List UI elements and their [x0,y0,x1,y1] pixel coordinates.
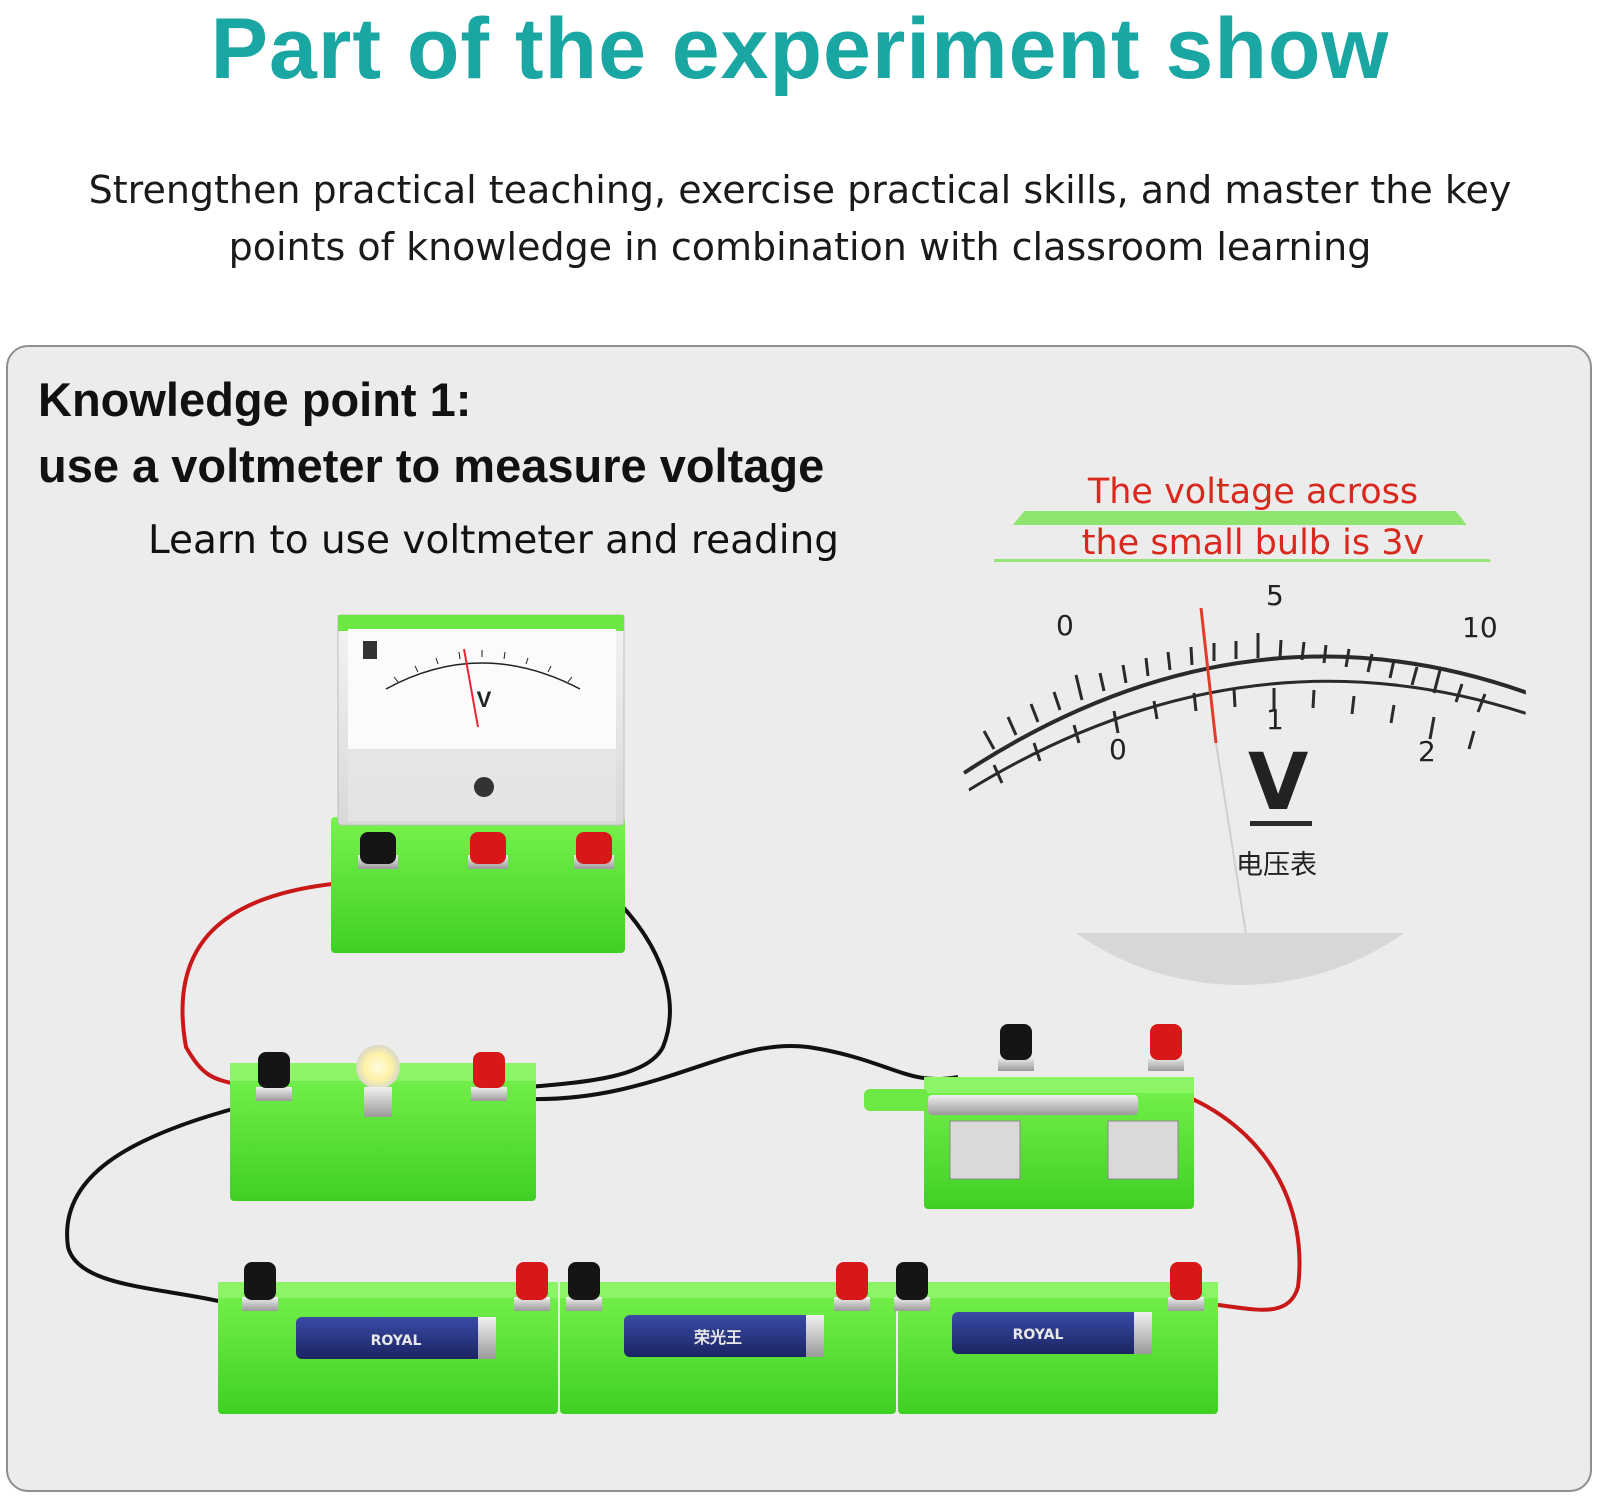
headline-text: Part of the experiment show [210,1,1390,97]
battery-holder-3: ROYAL [894,1262,1218,1414]
wire-voltmeter-to-bulb-red [180,880,354,1087]
zoom-upper-label-5: 5 [1266,579,1284,612]
switch-terminal-black [998,1024,1034,1071]
battery-label-1: ROYAL [371,1333,422,1349]
voltmeter: V [331,614,625,953]
knowledge-point-subtitle: Learn to use voltmeter and reading [148,518,840,563]
callout-line-2: the small bulb is 3v [1081,523,1425,563]
bulb-terminal-red [471,1052,507,1101]
callout-line-1: The voltage across [1087,472,1419,512]
zoom-lower-label-1: 1 [1266,703,1284,736]
circuit-illustration: V [65,614,1302,1414]
voltmeter-terminal-negative [358,832,398,869]
knowledge-point-topic: use a voltmeter to measure voltage [38,439,825,492]
page-headline: Part of the experiment show [0,0,1600,110]
zoom-meter-needle [1199,607,1218,744]
wire-switch-to-battery [1175,1090,1302,1312]
zoom-lower-label-0: 0 [1109,733,1127,766]
zoom-upper-label-0: 0 [1056,609,1074,642]
battery-1-terminal-black [242,1262,278,1311]
voltmeter-symbol: V [477,687,492,712]
voltage-callout: The voltage across the small bulb is 3v [1018,467,1488,569]
zoom-meter-symbol: V [1248,738,1309,828]
battery-3-terminal-red [1168,1262,1204,1311]
battery-holder-1: ROYAL [218,1262,558,1414]
zoom-scale-drawing [954,413,1526,985]
battery-2-terminal-red [834,1262,870,1311]
knowledge-point-heading: Knowledge point 1: [38,373,472,426]
battery-holder-2: 荣光王 [560,1262,896,1414]
switch-blade [928,1095,1138,1115]
wire-voltmeter-to-bulb-black [527,885,672,1089]
zoom-meter-name: 电压表 [1236,850,1317,881]
battery-cell-2 [624,1315,824,1357]
knowledge-point-panel: Knowledge point 1: use a voltmeter to me… [6,345,1592,1492]
meter-zoom-view: 0 5 10 0 1 2 V 电压表 [954,413,1526,985]
battery-cell-3 [952,1312,1152,1354]
battery-1-terminal-red [514,1262,550,1311]
wire-bulb-to-battery [65,1105,241,1304]
battery-cell-1 [296,1317,496,1359]
zoom-lower-label-2: 2 [1418,735,1436,768]
light-bulb-icon [356,1045,400,1089]
battery-label-3: ROYAL [1013,1327,1064,1343]
bulb-terminal-black [256,1052,292,1101]
voltmeter-terminal-15v [574,832,614,869]
voltmeter-dial [348,629,616,749]
battery-label-2: 荣光王 [693,1328,742,1347]
page-subtitle: Strengthen practical teaching, exercise … [20,162,1580,276]
battery-3-terminal-black [894,1262,930,1311]
subtitle-line-1: Strengthen practical teaching, exercise … [88,168,1512,212]
bulb-holder [230,1045,536,1201]
battery-2-terminal-black [566,1262,602,1311]
bulb-holder-base [230,1063,536,1201]
zoom-scale-ticks [982,633,1487,750]
wire-bulb-to-switch [527,1044,959,1102]
zoom-upper-label-10: 10 [1462,611,1498,644]
zero-adjust-knob [474,777,494,797]
voltmeter-base [331,817,625,953]
knife-switch [864,1024,1194,1209]
subtitle-line-2: points of knowledge in combination with … [228,225,1372,269]
voltmeter-terminal-3v [468,832,508,869]
voltmeter-needle [463,648,479,728]
knowledge-point-title: Knowledge point 1: use a voltmeter to me… [38,367,1038,499]
switch-terminal-red [1148,1024,1184,1071]
